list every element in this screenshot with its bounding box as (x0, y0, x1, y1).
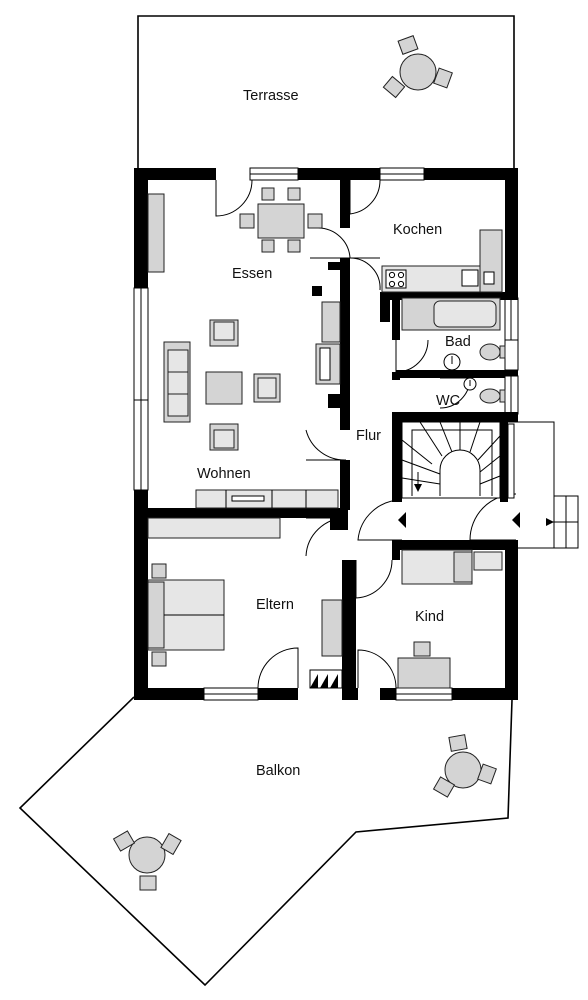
kitchen-window (379, 167, 425, 181)
label-kind: Kind (415, 609, 444, 625)
label-eltern: Eltern (256, 597, 294, 613)
coffee-table (205, 371, 243, 405)
terrace (137, 15, 515, 170)
terrace-table-set (382, 35, 453, 99)
dining-window (249, 167, 299, 181)
label-kochen: Kochen (393, 222, 442, 238)
tv-cabinet (315, 301, 341, 385)
bedroom-dresser (321, 599, 343, 657)
bath-window (504, 297, 519, 415)
balcony-table-set-right (432, 734, 497, 798)
kid-room-window (395, 687, 453, 701)
label-bad: Bad (445, 334, 471, 350)
label-balkon: Balkon (256, 763, 300, 779)
living-room-window (133, 287, 149, 491)
label-essen: Essen (232, 266, 272, 282)
entrance (398, 421, 579, 549)
label-flur: Flur (356, 428, 381, 444)
wardrobe (147, 517, 281, 539)
exterior-walls (134, 168, 518, 700)
bedroom-window (203, 687, 259, 701)
label-terrasse: Terrasse (243, 88, 299, 104)
shaft (309, 262, 343, 689)
bath-toilet (479, 343, 506, 361)
bathtub (401, 297, 501, 331)
dining-table (239, 187, 323, 253)
staircase (401, 421, 515, 499)
lowboard (195, 489, 339, 509)
kitchen-counter (381, 229, 503, 293)
label-wc: WC (436, 393, 460, 409)
double-bed (147, 563, 225, 667)
desk (397, 641, 451, 689)
balcony (18, 696, 513, 987)
armchairs (209, 319, 281, 451)
sofa (163, 341, 191, 423)
wc-toilet (479, 388, 506, 404)
interior-walls (134, 168, 518, 700)
sideboard (147, 193, 165, 273)
label-wohnen: Wohnen (197, 466, 251, 482)
wc-basin (463, 377, 477, 391)
washbasin (443, 353, 461, 371)
balcony-table-set-left (112, 830, 182, 891)
kids-bed (401, 549, 503, 585)
